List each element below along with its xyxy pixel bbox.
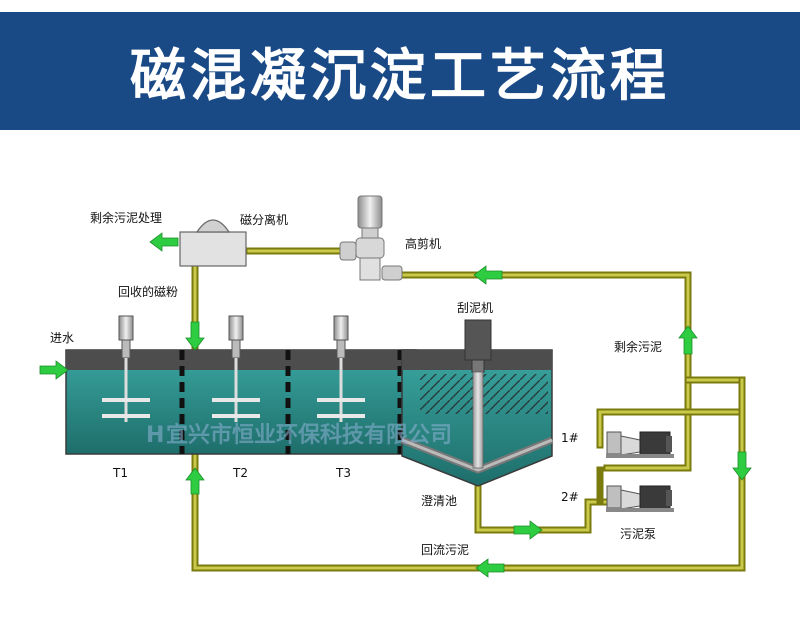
label-scraper: 刮泥机 <box>457 301 493 315</box>
diagram-labels: 剩余污泥处理 磁分离机 高剪机 回收的磁粉 刮泥机 进水 剩余污泥 1# 2# … <box>50 210 662 557</box>
flow-arrows <box>39 232 752 578</box>
watermark-text: 宜兴市恒业环保科技有限公司 <box>166 422 452 448</box>
flow-arrow-icon <box>513 520 543 540</box>
flow-arrow-icon <box>678 325 698 355</box>
label-sludge-pump: 污泥泵 <box>620 527 656 541</box>
pump-icon <box>606 485 674 512</box>
label-return-sludge: 回流污泥 <box>421 543 469 557</box>
label-magnetic-separator: 磁分离机 <box>240 212 288 227</box>
mixer-icon <box>102 315 150 422</box>
label-pump2: 2# <box>561 490 579 504</box>
flow-arrow-icon <box>475 558 505 578</box>
label-clarifier: 澄清池 <box>421 493 457 508</box>
label-t1: T1 <box>112 466 128 480</box>
flow-arrow-icon <box>185 467 205 495</box>
label-t2: T2 <box>232 466 248 480</box>
title-banner: 磁混凝沉淀工艺流程 <box>0 12 800 130</box>
flow-arrow-icon <box>732 451 752 481</box>
high-shear-icon <box>339 195 403 281</box>
watermark-logo-icon: H <box>146 423 164 448</box>
magnetic-separator-icon <box>179 219 247 267</box>
label-high-shear: 高剪机 <box>405 236 441 251</box>
scraper-shaft <box>472 371 484 469</box>
flow-arrow-icon <box>185 321 205 351</box>
label-excess-sludge: 剩余污泥 <box>614 339 662 354</box>
flow-arrow-icon <box>473 265 503 285</box>
watermark: H 宜兴市恒业环保科技有限公司 <box>146 422 452 448</box>
mixer-icon <box>317 315 365 422</box>
flow-arrow-icon <box>149 232 179 252</box>
label-t3: T3 <box>335 466 351 480</box>
label-recovered-powder: 回收的磁粉 <box>118 284 178 299</box>
clarifier-tank <box>400 319 554 487</box>
label-pump1: 1# <box>561 431 579 445</box>
tube-settler <box>420 374 548 414</box>
scraper-motor <box>464 319 492 361</box>
label-excess-sludge-treatment: 剩余污泥处理 <box>90 210 162 225</box>
pump-icon <box>606 431 674 458</box>
flow-arrow-icon <box>39 360 69 380</box>
mixer-icon <box>212 315 260 422</box>
tank-top-band <box>66 350 416 370</box>
page-title: 磁混凝沉淀工艺流程 <box>130 43 670 109</box>
label-inlet: 进水 <box>50 331 74 345</box>
